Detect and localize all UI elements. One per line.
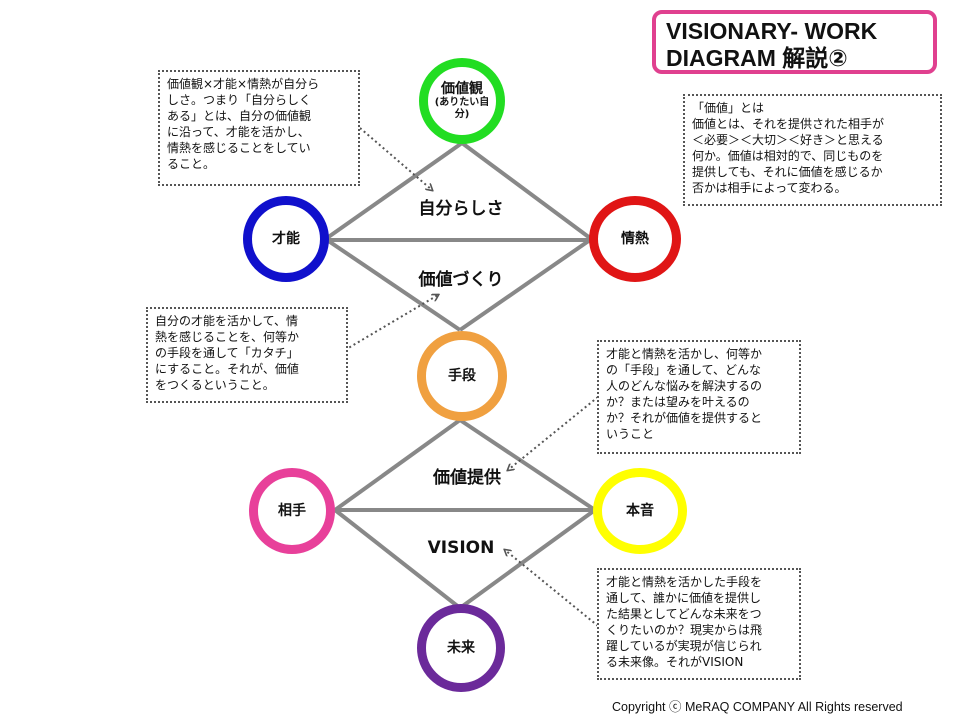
note-line: しさ。つまり「自分らしく (167, 93, 312, 107)
line-means-truefeeling (458, 418, 597, 512)
value-node: 価値観 (ありたい自分) (419, 58, 505, 144)
line-passion-means (458, 238, 592, 332)
segment-self-label: 自分らしさ (418, 199, 504, 219)
note-line: に沿って、才能を活かし、 (167, 125, 310, 139)
line-means-partner (333, 418, 462, 512)
note-line: か？それが価値を提供すると (606, 411, 763, 425)
talent-node: 才能 (243, 196, 329, 282)
note-value-making: 自分の才能を活かして、情 熱を感じることを、何等か の手段を通して「カタチ」 に… (146, 307, 348, 403)
note-line: 価値とは、それを提供された相手が (692, 117, 885, 131)
means-node-label: 手段 (448, 368, 476, 384)
note-line: 否かは相手によって変わる。 (692, 181, 847, 195)
note-line: た結果としてどんな未来をつ (606, 607, 762, 621)
segment-value-making-label: 価値づくり (418, 270, 504, 290)
passion-node: 情熱 (589, 196, 681, 282)
title-line-1: VISIONARY- WORK (666, 18, 878, 44)
note-line: か？または望みを叶えるの (606, 395, 750, 409)
note-line: 躍しているが実現が信じられ (606, 639, 762, 653)
partner-node: 相手 (249, 468, 335, 554)
line-talent-means (325, 238, 462, 332)
note-line: 「価値」とは (692, 101, 765, 115)
value-node-sublabel: (ありたい自分) (434, 97, 490, 120)
note-line: 何か。価値は相対的で、同じものを (692, 149, 884, 163)
copyright-text: Copyright ⓒ MeRAQ COMPANY All Rights res… (612, 700, 903, 714)
note-line: 熱を感じることを、何等か (155, 330, 300, 344)
note-value-definition: 「価値」とは 価値とは、それを提供された相手が ＜必要＞＜大切＞＜好き＞と思える… (683, 94, 942, 206)
true-feeling-node-label: 本音 (626, 503, 654, 519)
arrow-vision (505, 550, 599, 627)
note-line: 自分の才能を活かして、情 (155, 314, 299, 328)
title-line-2: DIAGRAM 解説② (666, 45, 848, 71)
note-line: の「手段」を通して、どんな (606, 363, 762, 377)
talent-node-label: 才能 (272, 231, 300, 247)
arrow-value-making (344, 295, 438, 351)
note-line: ある」とは、自分の価値観 (167, 109, 312, 123)
note-line: ること。 (167, 157, 216, 171)
note-line: にすること。それが、価値 (155, 362, 299, 376)
future-node: 未来 (417, 604, 505, 692)
arrow-self (359, 127, 432, 190)
line-value-passion (460, 141, 592, 240)
note-line: をつくるということ。 (155, 378, 275, 392)
segment-vision-label: VISION (427, 538, 495, 558)
note-line: の手段を通して「カタチ」 (155, 346, 299, 360)
note-line: いうこと (606, 427, 655, 441)
note-line: 才能と情熱を活かし、何等か (606, 347, 763, 361)
note-line: 提供しても、それに価値を感じるか (692, 165, 883, 179)
passion-node-label: 情熱 (621, 231, 649, 247)
note-line: くりたいのか？現実からは飛 (606, 623, 763, 637)
line-partner-future (333, 508, 462, 610)
note-self: 価値観×才能×情熱が自分ら しさ。つまり「自分らしく ある」とは、自分の価値観 … (158, 70, 360, 186)
line-truefeeling-future (458, 508, 597, 610)
note-line: 情熱を感じることをしてい (167, 141, 311, 155)
note-line: る未来像。それがVISION (606, 655, 744, 669)
note-line: 人のどんな悩みを解決するの (606, 379, 763, 393)
note-line: ＜必要＞＜大切＞＜好き＞と思える (692, 133, 884, 147)
note-line: 価値観×才能×情熱が自分ら (167, 77, 320, 91)
means-node: 手段 (417, 331, 507, 421)
value-node-label: 価値観 (441, 81, 483, 97)
note-value-offering: 才能と情熱を活かし、何等か の「手段」を通して、どんな 人のどんな悩みを解決する… (597, 340, 801, 454)
true-feeling-node: 本音 (593, 468, 687, 554)
arrow-value-offering (508, 396, 599, 470)
segment-value-offering-label: 価値提供 (433, 468, 501, 488)
future-node-label: 未来 (447, 640, 475, 656)
line-value-talent (325, 141, 464, 240)
note-line: 才能と情熱を活かした手段を (606, 575, 763, 589)
note-line: 通して、誰かに価値を提供し (606, 591, 762, 605)
partner-node-label: 相手 (278, 503, 306, 519)
note-vision: 才能と情熱を活かした手段を 通して、誰かに価値を提供し た結果としてどんな未来を… (597, 568, 801, 680)
title-box: VISIONARY- WORK DIAGRAM 解説② (652, 10, 937, 74)
